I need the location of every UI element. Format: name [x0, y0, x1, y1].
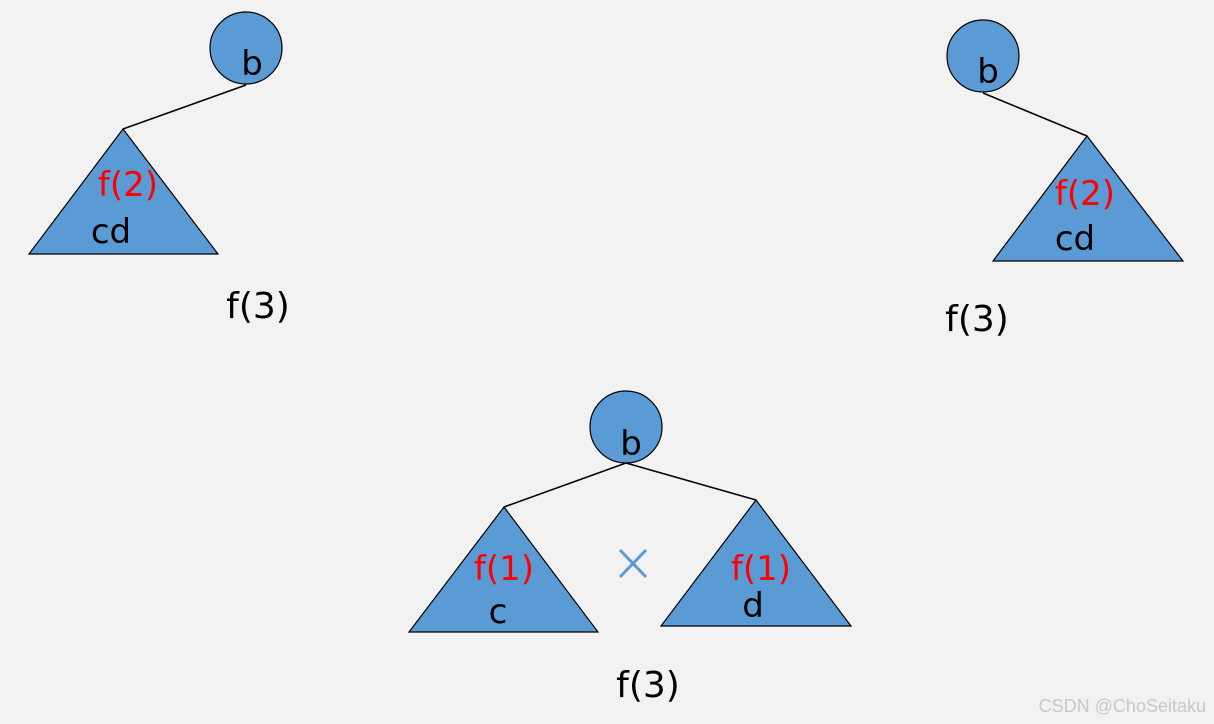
left-content-label: c — [489, 592, 508, 632]
root-node — [946, 19, 1020, 93]
subtree-content-label: cd — [1055, 219, 1095, 259]
edge-root-to-right — [625, 462, 757, 501]
left-func-label: f(1) — [474, 549, 534, 589]
edge-root-to-subtree — [982, 92, 1088, 137]
tree-top-left: b f(2) cd f(3) — [27, 11, 290, 327]
root-node — [589, 390, 663, 464]
tree-top-right: b f(2) cd f(3) — [945, 19, 1185, 340]
root-node-label: b — [977, 52, 999, 92]
times-icon — [618, 548, 648, 579]
right-subtree-triangle — [659, 499, 853, 627]
subtree-func-label: f(2) — [98, 165, 158, 205]
root-node-label: b — [620, 424, 642, 464]
watermark: CSDN @ChoSeitaku — [1039, 696, 1206, 716]
subtree-func-label: f(2) — [1055, 174, 1115, 214]
edge-root-to-subtree — [122, 84, 247, 130]
right-func-label: f(1) — [731, 549, 791, 589]
root-node — [209, 11, 283, 85]
right-content-label: d — [742, 586, 764, 626]
root-node-label: b — [241, 44, 263, 84]
edge-root-to-left — [503, 462, 627, 508]
subtree-triangle — [991, 135, 1185, 262]
tree-caption: f(3) — [226, 286, 290, 327]
subtree-content-label: cd — [91, 212, 131, 252]
tree-caption: f(3) — [616, 665, 680, 706]
tree-caption: f(3) — [945, 299, 1009, 340]
subtree-triangle — [27, 128, 220, 255]
tree-bottom: b f(1) c f(1) d f(3) — [407, 390, 853, 706]
left-subtree-triangle — [407, 506, 600, 633]
